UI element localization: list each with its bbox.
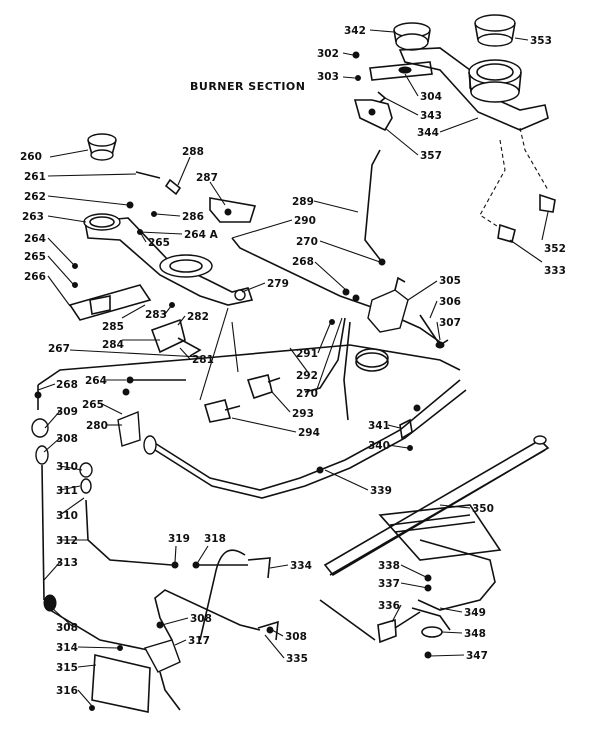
part-label-319: 319 — [168, 533, 190, 545]
part-label-306: 306 — [439, 296, 461, 308]
part-label-268-upper: 268 — [292, 256, 314, 268]
part-label-289: 289 — [292, 196, 314, 208]
part-label-282: 282 — [187, 311, 209, 323]
part-label-315: 315 — [56, 662, 78, 674]
part-label-304: 304 — [420, 91, 442, 103]
part-label-341: 341 — [368, 420, 390, 432]
part-label-339: 339 — [370, 485, 392, 497]
part-label-338: 338 — [378, 560, 400, 572]
part-label-342: 342 — [344, 25, 366, 37]
part-label-318: 318 — [204, 533, 226, 545]
oven-burner-assembly — [319, 435, 550, 659]
part-label-334: 334 — [290, 560, 312, 572]
part-label-264a-upper: 264 A — [184, 229, 219, 241]
part-label-337: 337 — [378, 578, 400, 590]
part-label-267: 267 — [48, 343, 70, 355]
part-label-310-a: 310 — [56, 461, 78, 473]
part-label-302: 302 — [317, 48, 339, 60]
part-label-290: 290 — [294, 215, 316, 227]
part-label-333: 333 — [544, 265, 566, 277]
part-label-265-lower: 265 — [82, 399, 104, 411]
part-label-279: 279 — [267, 278, 289, 290]
part-label-283: 283 — [145, 309, 167, 321]
part-label-317: 317 — [188, 635, 210, 647]
part-label-280: 280 — [86, 420, 108, 432]
part-label-268-lower: 268 — [56, 379, 78, 391]
part-label-284: 284 — [102, 339, 124, 351]
part-label-291: 291 — [296, 348, 318, 360]
leader-lines — [37, 29, 549, 707]
part-label-312: 312 — [56, 535, 78, 547]
part-label-307: 307 — [439, 317, 461, 329]
part-label-281: 281 — [192, 354, 214, 366]
part-label-308-c: 308 — [56, 622, 78, 634]
part-label-353: 353 — [530, 35, 552, 47]
part-label-308-d: 308 — [285, 631, 307, 643]
upper-right-burner-assembly — [352, 14, 556, 243]
part-label-293: 293 — [292, 408, 314, 420]
part-label-264-upper: 264 — [24, 233, 46, 245]
part-label-260: 260 — [20, 151, 42, 163]
part-label-352: 352 — [544, 243, 566, 255]
part-label-287: 287 — [196, 172, 218, 184]
part-label-347: 347 — [466, 650, 488, 662]
part-label-265-upper: 265 — [148, 237, 170, 249]
part-label-266: 266 — [24, 271, 46, 283]
part-label-310-b: 310 — [56, 510, 78, 522]
part-label-288: 288 — [182, 146, 204, 158]
valve-manifold — [231, 149, 449, 421]
part-label-348: 348 — [464, 628, 486, 640]
part-label-308-a: 308 — [56, 433, 78, 445]
part-label-311: 311 — [56, 485, 78, 497]
part-label-357: 357 — [420, 150, 442, 162]
part-label-285: 285 — [102, 321, 124, 333]
left-side-tubing — [31, 385, 279, 713]
part-label-308-b: 308 — [190, 613, 212, 625]
part-label-349: 349 — [464, 607, 486, 619]
part-label-350: 350 — [472, 503, 494, 515]
part-labels: 342 353 302 303 304 343 344 357 260 288 … — [20, 25, 566, 697]
part-label-265-mid: 265 — [24, 251, 46, 263]
part-label-263: 263 — [22, 211, 44, 223]
part-label-343: 343 — [420, 110, 442, 122]
part-label-303: 303 — [317, 71, 339, 83]
left-burner-assembly — [68, 133, 257, 357]
part-label-340: 340 — [368, 440, 390, 452]
part-label-309: 309 — [56, 406, 78, 418]
part-label-262: 262 — [24, 191, 46, 203]
part-label-344: 344 — [417, 127, 439, 139]
part-label-335: 335 — [286, 653, 308, 665]
part-label-314: 314 — [56, 642, 78, 654]
part-label-264-lower: 264 — [85, 375, 107, 387]
part-label-305: 305 — [439, 275, 461, 287]
part-label-261: 261 — [24, 171, 46, 183]
part-label-270-lower: 270 — [296, 388, 318, 400]
part-label-270-upper: 270 — [296, 236, 318, 248]
main-gas-pipe — [37, 344, 467, 499]
part-label-294: 294 — [298, 427, 320, 439]
part-label-313: 313 — [56, 557, 78, 569]
part-label-292: 292 — [296, 370, 318, 382]
part-label-286: 286 — [182, 211, 204, 223]
part-label-316: 316 — [56, 685, 78, 697]
diagram-title: BURNER SECTION — [190, 80, 305, 93]
part-label-336: 336 — [378, 600, 400, 612]
